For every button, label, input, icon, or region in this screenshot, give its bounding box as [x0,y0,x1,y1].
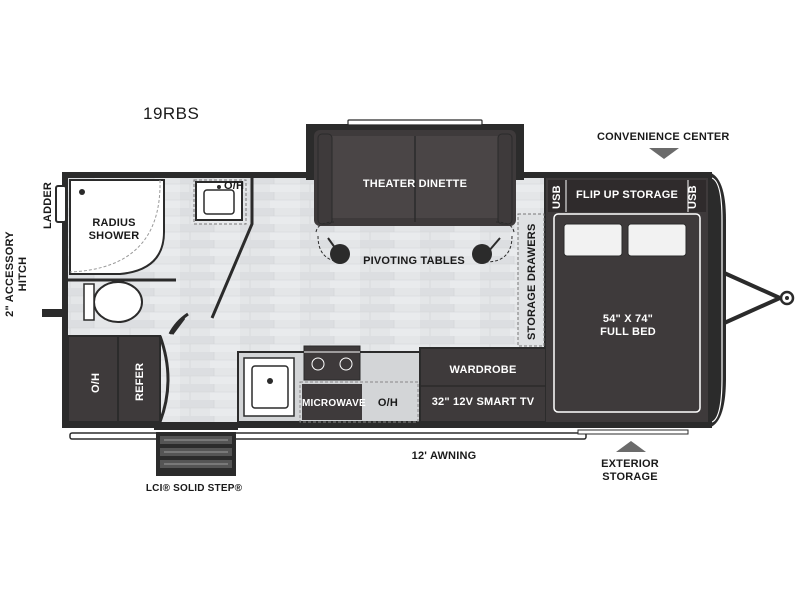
bath-door-swing [168,312,189,335]
model-name: 19RBS [143,104,200,123]
pivoting-tables [315,221,515,264]
usb-right-label: USB [687,185,699,209]
wardrobe-label: WARDROBE [449,364,517,376]
bathroom-wall [68,178,254,319]
wardrobe [419,347,547,423]
flip-up-storage-label: FLIP UP STORAGE [575,189,679,201]
solid-step-label: LCI® SOLID STEP® [145,483,243,494]
accessory-hitch-label: 2" ACCESSORY HITCH [4,231,29,317]
theater-dinette-label: THEATER DINETTE [362,178,468,190]
ladder-mount [55,185,67,223]
kitchen-overhead-label: O/H [377,397,399,409]
awning [69,432,587,440]
exterior-storage-label: EXTERIOR STORAGE [601,458,659,483]
convenience-center-marker [649,148,679,159]
pillow-left [563,223,623,257]
radius-shower-label: RADIUS SHOWER [88,217,140,242]
awning-label: 12' AWNING [411,450,477,462]
pantry-refer-block [67,335,161,423]
storage-drawers [517,213,545,347]
pivoting-tables-label: PIVOTING TABLES [363,255,465,267]
full-bed [553,213,701,413]
ladder-label: LADDER [42,181,54,229]
radius-shower [69,179,165,275]
pillow-right [627,223,687,257]
entry-step [154,424,238,476]
toilet [93,281,143,323]
pantry-overhead-label: O/H [90,372,102,393]
usb-left-label: USB [551,185,563,209]
flip-up-storage [548,180,706,212]
refer-label: REFER [134,362,146,401]
hitch-tongue [721,270,795,326]
smart-tv-label: 32" 12V SMART TV [431,396,535,408]
microwave-label: MICROWAVE [302,398,366,409]
exterior-storage-marker [616,441,646,452]
storage-drawers-label: STORAGE DRAWERS [526,223,538,340]
full-bed-label: 54" X 74" FULL BED [600,313,656,338]
microwave-overhead [302,384,362,420]
bath-overhead-label: O/H [224,180,245,192]
convenience-center-label: CONVENIENCE CENTER [597,131,730,143]
accessory-hitch-bar [42,309,64,317]
